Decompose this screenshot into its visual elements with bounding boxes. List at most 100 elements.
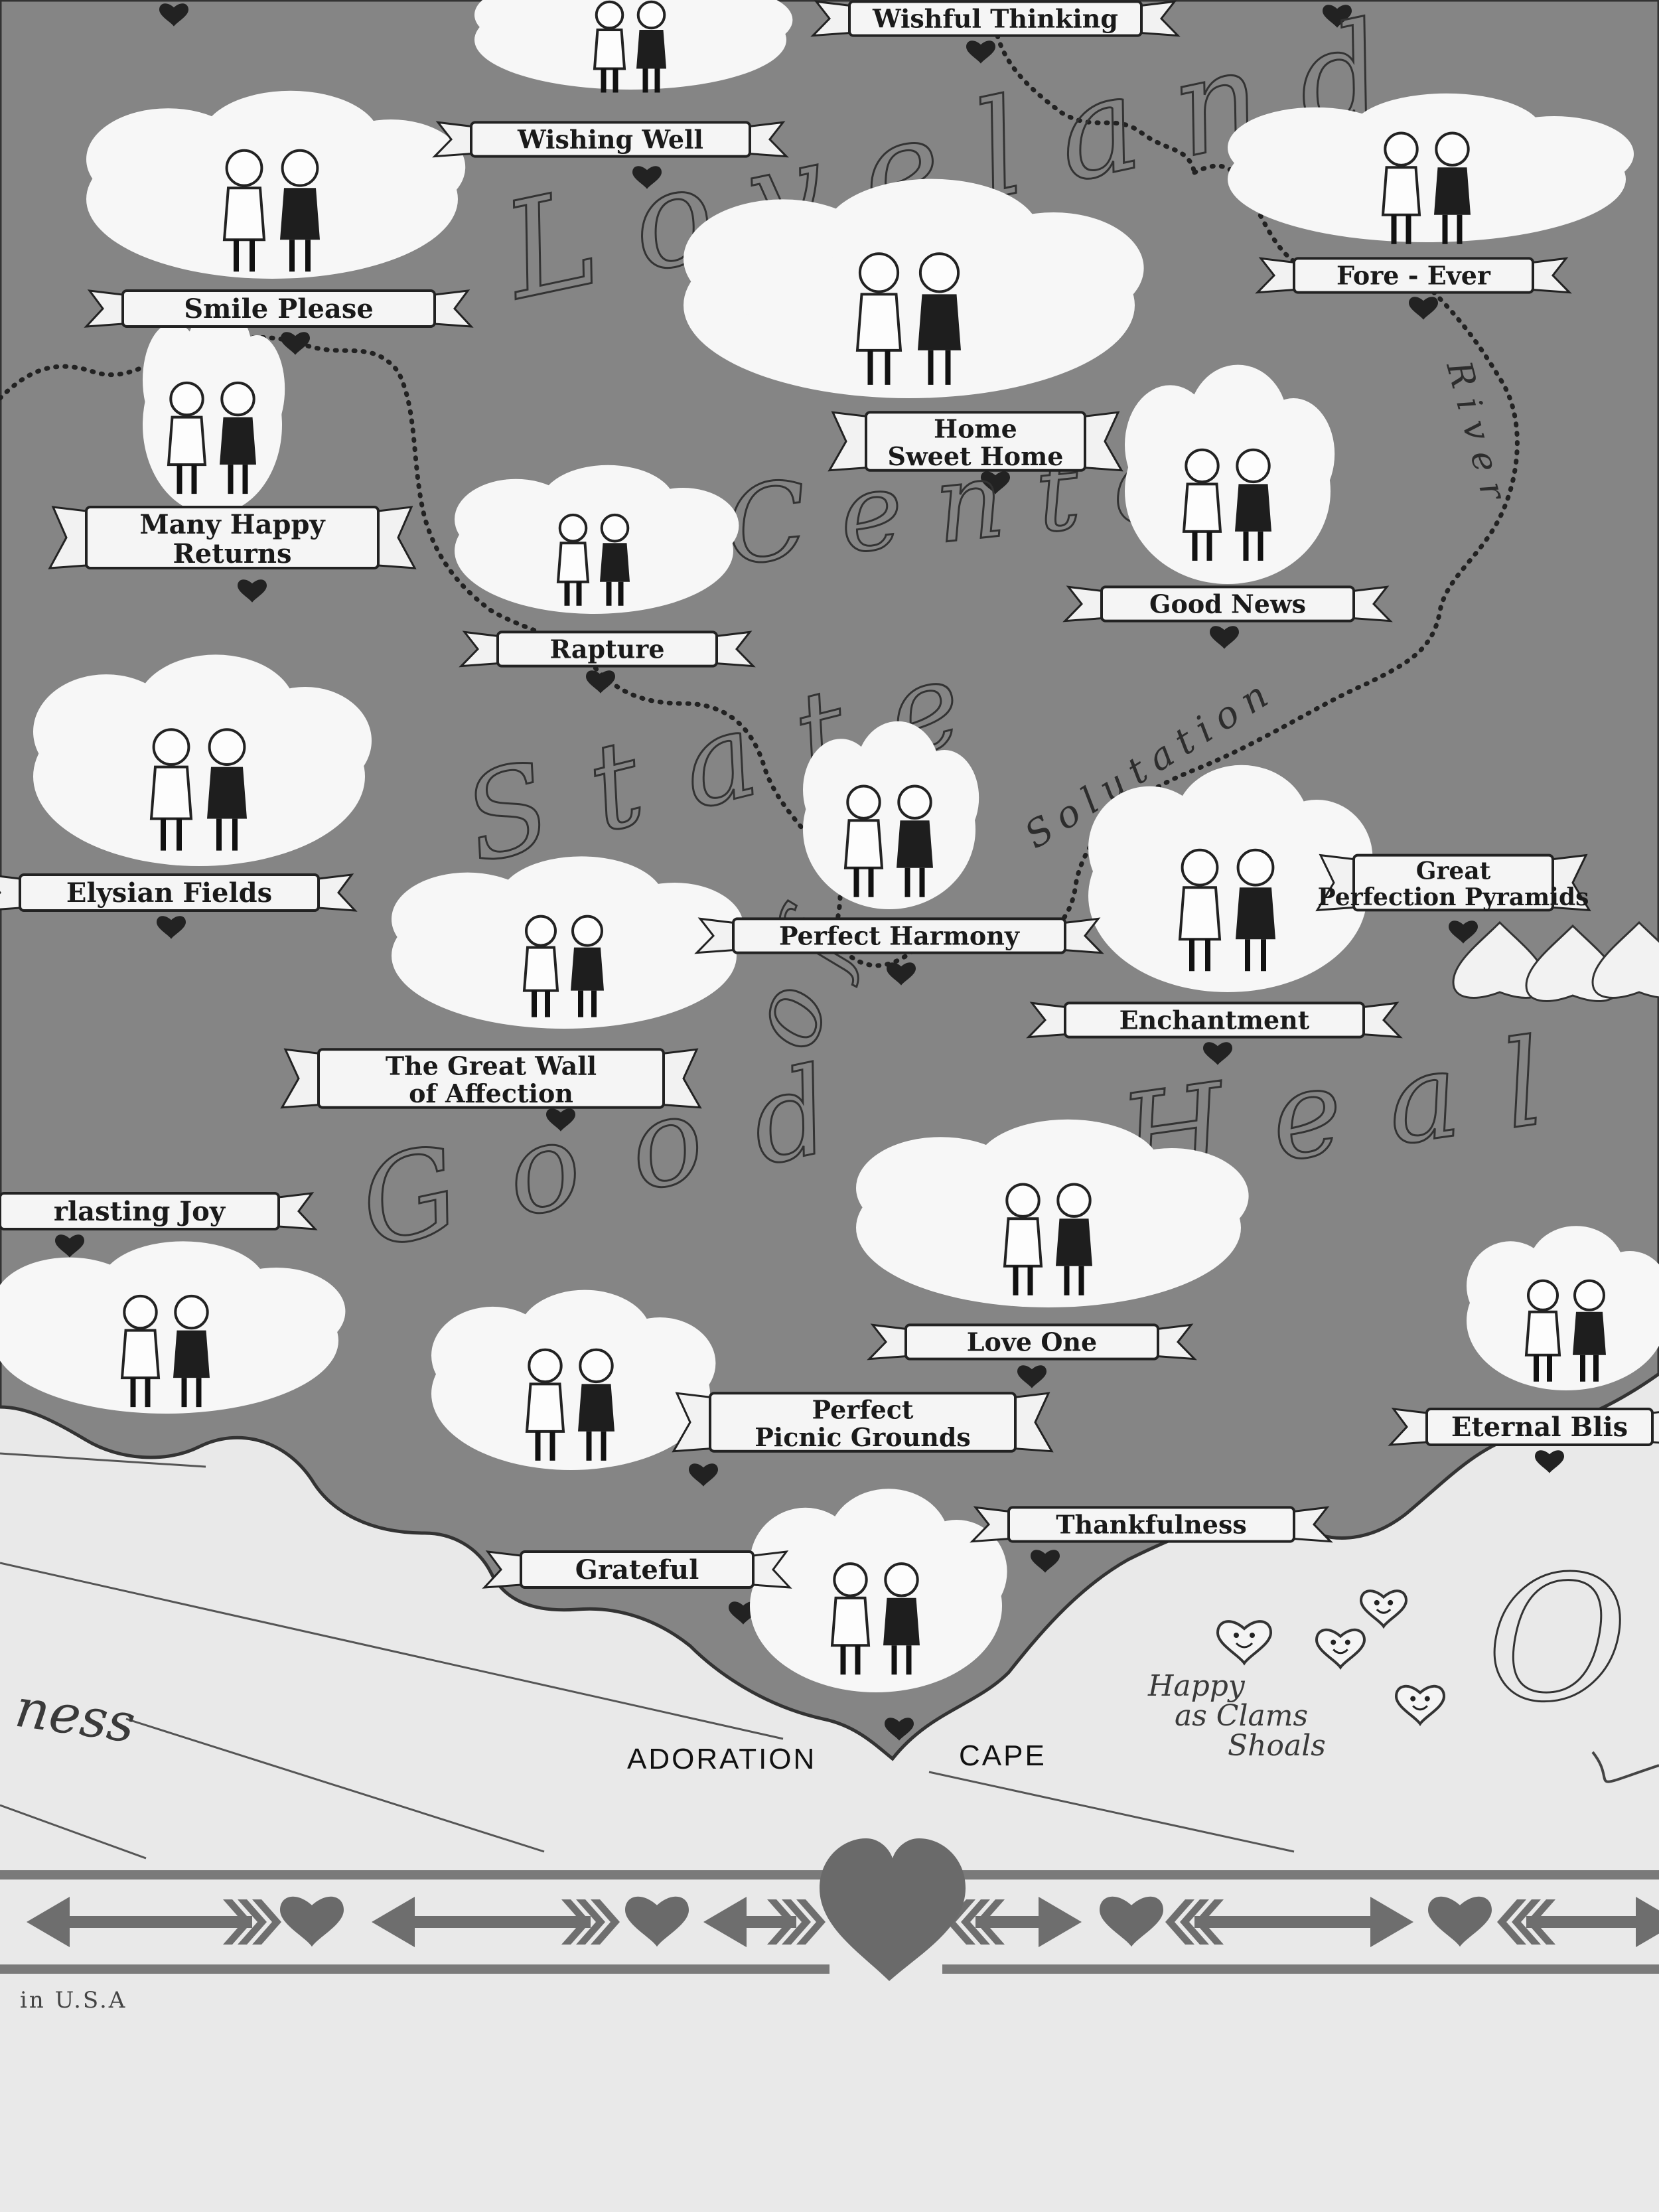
place-label-fore-ever: Fore - Ever: [1255, 257, 1572, 294]
vignette-cloud: [684, 179, 1144, 398]
ribbon-banner: [121, 289, 436, 328]
arrow-right-icon: [1497, 1897, 1659, 1947]
border-heart-icon: [280, 1896, 344, 1947]
place-name: Smile Please: [184, 293, 374, 325]
vignette-cloud: [392, 856, 744, 1029]
figure-body: [1178, 886, 1222, 941]
vignette-cloud: [1228, 93, 1634, 244]
cape-label-cape: CAPE: [959, 1739, 1046, 1772]
heart-marker-icon: [1409, 297, 1438, 320]
heart-marker-icon: [1449, 921, 1478, 944]
place-label-wishful-thinking: Wishful Thinking: [810, 0, 1181, 37]
ocean-fragment: O: [1486, 1540, 1628, 1740]
heart-marker-icon: [1323, 5, 1352, 28]
heart-marker-icon: [1535, 1450, 1564, 1473]
figure-body: [220, 417, 256, 465]
ribbon-banner: [19, 873, 320, 912]
figure-body: [830, 1596, 871, 1647]
figure-body: [855, 293, 902, 352]
pyramid-heart-icon: [1591, 921, 1659, 999]
heart-marker-icon: [238, 579, 267, 603]
arrow-left-icon: [27, 1897, 281, 1947]
ribbon-banner: [1100, 585, 1355, 623]
vignette-cloud: [143, 303, 285, 514]
ribbon-tail-left: [0, 875, 21, 911]
heart-marker-icon: [632, 166, 662, 189]
place-name: Rapture: [549, 634, 664, 664]
ribbon-banner: [520, 1550, 755, 1589]
sea-lines: [0, 1452, 1295, 1860]
heart-marker-icon: [981, 471, 1010, 494]
figure-head: [525, 915, 557, 947]
figure-head: [1573, 1279, 1605, 1311]
vignette-cloud: [1467, 1226, 1659, 1390]
ribbon-banner: [496, 630, 718, 668]
figure-body: [897, 820, 933, 868]
figure-body: [636, 30, 666, 69]
figure-head: [281, 149, 319, 187]
place-name: Eternal Blis: [1451, 1412, 1628, 1443]
figure-head: [595, 0, 624, 30]
clam-heart-icon: [1315, 1628, 1366, 1670]
border-center-heart-icon: [820, 1838, 966, 1981]
heart-marker-icon: [887, 962, 916, 986]
ribbon-banner: [1293, 257, 1534, 294]
figure-head: [833, 1562, 868, 1597]
happy-as-clams-shoals: Happy as Clams Shoals: [1147, 1589, 1446, 1763]
vignette-cloud: [474, 0, 793, 93]
figure-head: [558, 513, 588, 543]
heart-marker-icon: [1017, 1365, 1046, 1388]
arrow-right-icon: [1165, 1897, 1413, 1947]
figure-head: [600, 513, 630, 543]
figure-head: [1181, 848, 1219, 887]
place-name: Perfect Harmony: [779, 921, 1020, 950]
figure-head: [897, 784, 932, 820]
ribbon-banner: [317, 1048, 665, 1109]
vignette-cloud: [431, 1290, 716, 1470]
vignette-cloud: [0, 1241, 346, 1414]
figure-head: [858, 252, 900, 293]
figure-body: [1236, 887, 1275, 940]
place-label-perfect-harmony: Perfect Harmony: [694, 917, 1104, 954]
figure-body: [1524, 1310, 1561, 1357]
vignette-cloud: [455, 465, 739, 614]
figure-head: [1005, 1183, 1041, 1218]
figure-head: [169, 381, 204, 417]
figure-head: [208, 728, 246, 766]
vignette-cloud: [33, 654, 372, 866]
figure-body: [843, 819, 884, 869]
place-markers: [55, 3, 1564, 1741]
figure-head: [225, 149, 263, 187]
ribbon-banner: [0, 1192, 280, 1230]
figure-body: [571, 947, 604, 991]
place-label-enchantment: Enchantment: [1026, 1001, 1403, 1039]
figure-body: [1003, 1217, 1043, 1268]
figure-body: [578, 1384, 614, 1432]
vignette-cloud: [1088, 765, 1373, 992]
place-name: Fore - Ever: [1336, 260, 1491, 290]
figure-head: [1384, 131, 1419, 167]
clam-heart-icon: [1394, 1684, 1446, 1726]
heart-marker-icon: [1203, 1042, 1232, 1065]
figure-body: [280, 188, 320, 240]
figure-body: [522, 946, 559, 992]
heart-marker-icon: [885, 1718, 914, 1741]
figure-head: [846, 784, 881, 820]
place-label-elysian-fields: Elysian Fields: [0, 873, 358, 912]
figure-head: [918, 252, 960, 293]
place-name: Grateful: [575, 1554, 699, 1585]
ribbon-banner: [904, 1323, 1159, 1361]
place-label-thankfulness: Thankfulness: [970, 1506, 1333, 1543]
figure-body: [1381, 166, 1421, 216]
heart-marker-icon: [159, 3, 188, 27]
place-label-love-one: Love One: [867, 1323, 1197, 1361]
figure-body: [593, 29, 626, 70]
figure-body: [1573, 1311, 1606, 1355]
clam-heart-icon: [1216, 1620, 1273, 1666]
figure-head: [1527, 1279, 1559, 1311]
